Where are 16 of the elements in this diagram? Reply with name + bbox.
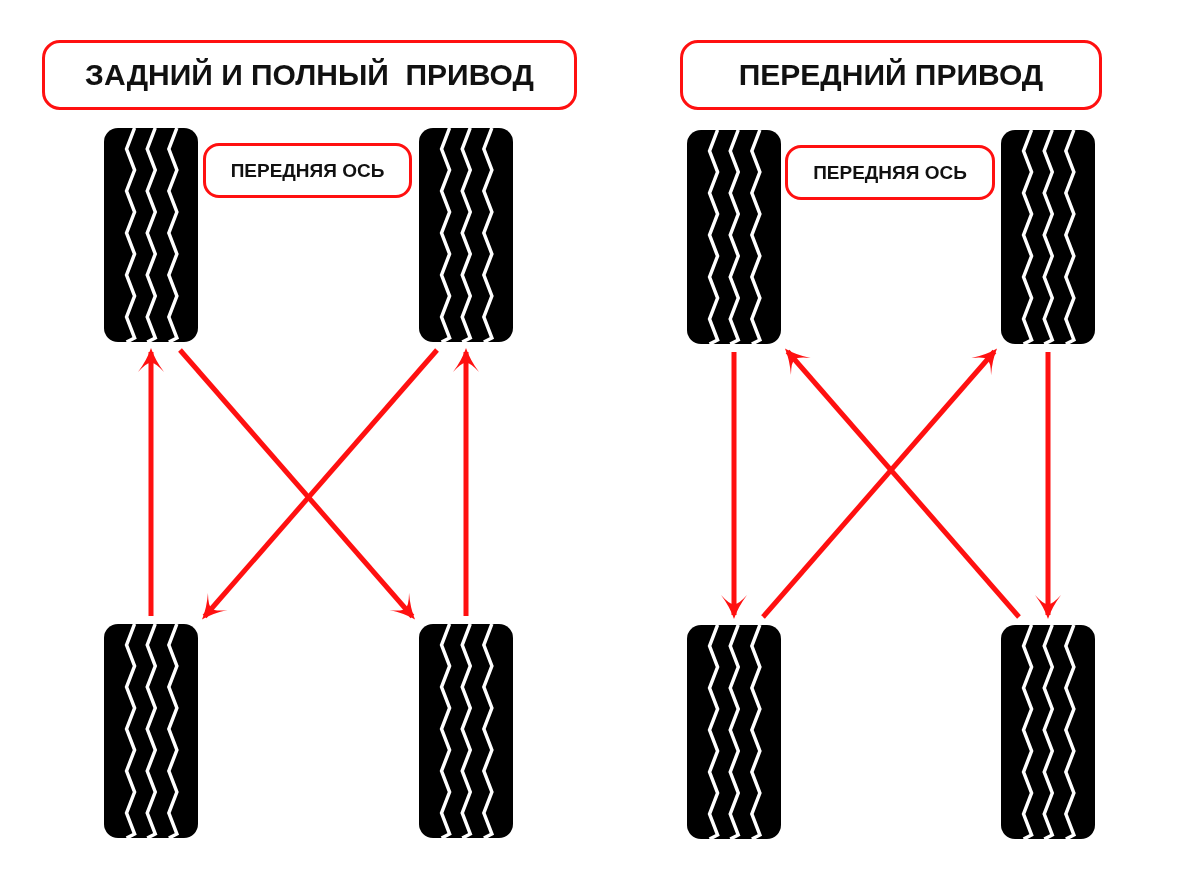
tire-picture	[104, 624, 198, 838]
tire-picture	[1001, 130, 1095, 344]
tire-picture	[419, 128, 513, 342]
label-box	[203, 143, 412, 198]
axle-label: ПЕРЕДНЯЯ ОСЬ	[230, 159, 385, 182]
tire-picture	[104, 128, 198, 342]
tire-picture	[419, 624, 513, 838]
tire-picture	[1001, 625, 1095, 839]
tire-picture	[687, 625, 781, 839]
heading-box	[680, 40, 1102, 110]
heading-box	[42, 40, 577, 110]
heading-text: ЗАДНИЙ И ПОЛНЫЙ ПРИВОД	[85, 58, 534, 92]
label-box	[785, 145, 995, 200]
axle-label: ПЕРЕДНЯЯ ОСЬ	[813, 161, 967, 184]
heading-text: ПЕРЕДНИЙ ПРИВОД	[738, 58, 1044, 92]
tire-picture	[687, 130, 781, 344]
